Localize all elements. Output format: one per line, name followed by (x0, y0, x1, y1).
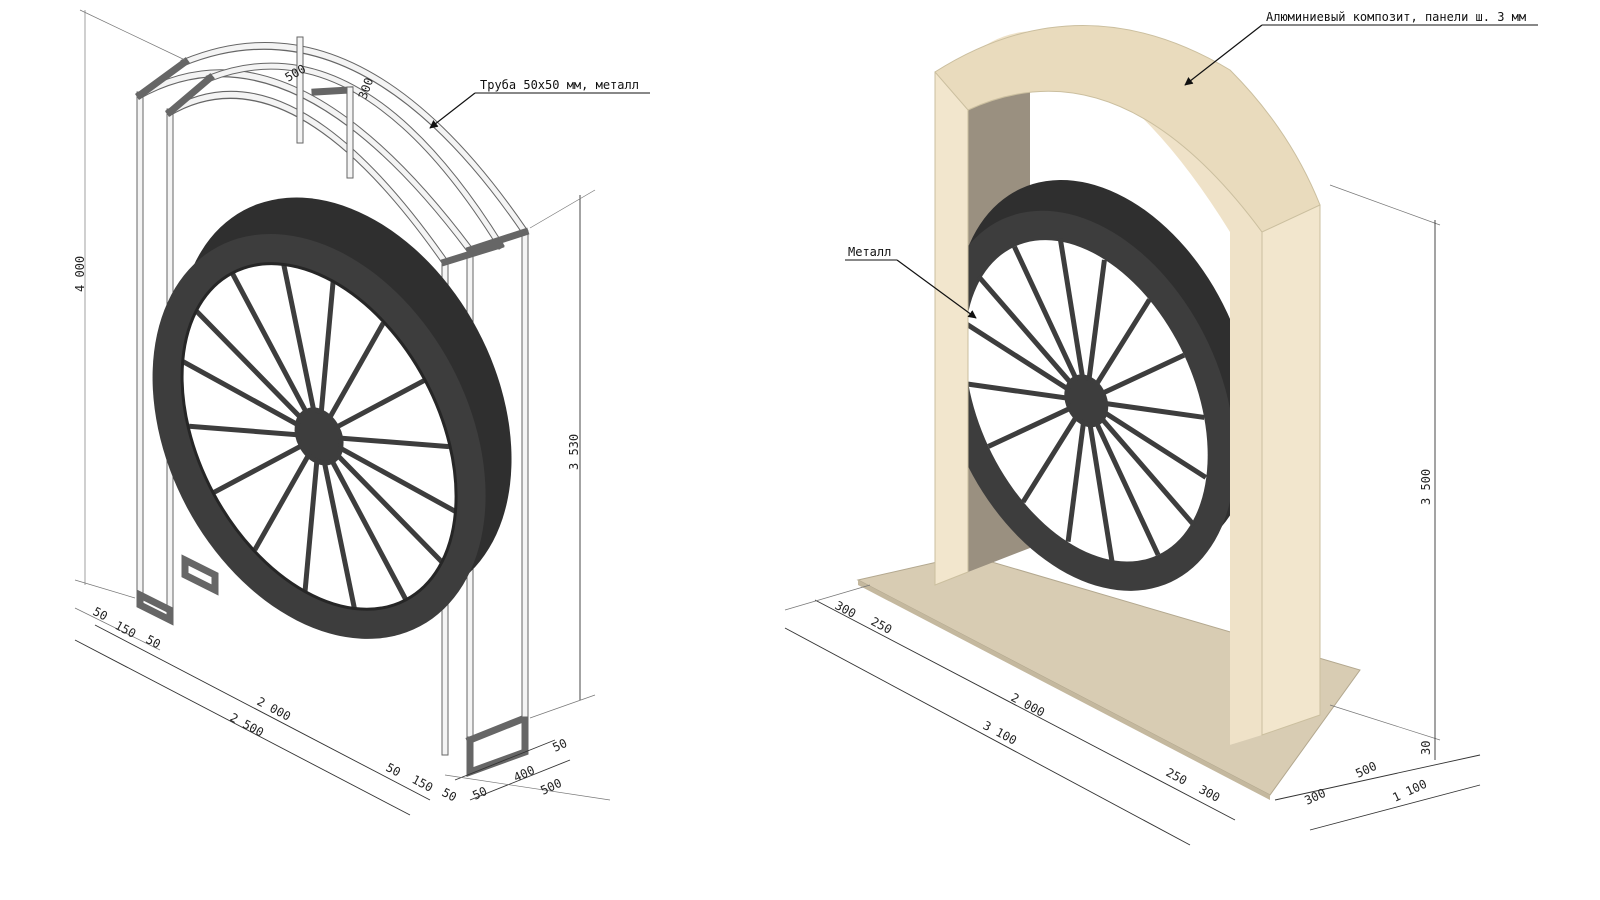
dim-width-inner: 2 000 (255, 694, 293, 723)
left-view: 4 000 3 530 500 300 50 150 50 2 000 2 50… (73, 9, 650, 816)
right-callout-metal: Металл (845, 245, 977, 319)
dim-rear-c: 50 (440, 785, 459, 804)
dim-right-width-inner: 2 000 (1009, 690, 1047, 719)
dim-rear-d: 50 (470, 784, 489, 803)
dim-right-front-b: 250 (869, 614, 895, 637)
dim-depth-a: 50 (550, 736, 569, 755)
callout-tube-label: Труба 50х50 мм, металл (480, 78, 639, 92)
left-dimensions (74, 9, 611, 816)
dim-front-c: 50 (144, 632, 163, 651)
callout-panels-label: Алюминиевый композит, панели ш. 3 мм (1266, 10, 1526, 24)
left-callout-tube: Труба 50х50 мм, металл (429, 78, 650, 129)
dim-front-a: 50 (91, 604, 110, 623)
dim-rear-a: 50 (384, 760, 403, 779)
dim-right-depth-b: 500 (1353, 759, 1379, 781)
right-dimensions (784, 184, 1481, 846)
left-wheel (152, 197, 512, 639)
dim-right-height: 3 500 (1419, 469, 1433, 505)
callout-metal-label: Металл (848, 245, 891, 259)
dim-depth-total: 500 (538, 776, 564, 798)
dim-right-base-thickness: 30 (1419, 741, 1433, 755)
dim-right-depth-total: 1 100 (1390, 777, 1429, 805)
dim-top-small: 300 (356, 76, 377, 101)
right-view: 3 500 30 300 250 2 000 3 100 250 300 300… (784, 10, 1538, 846)
left-frame-top (135, 36, 530, 777)
dim-depth-b: 400 (511, 763, 537, 785)
dim-width-outer: 2 500 (228, 710, 266, 739)
dim-height-side: 3 530 (567, 434, 581, 470)
right-callout-panels: Алюминиевый композит, панели ш. 3 мм (1184, 10, 1538, 86)
dim-height-total: 4 000 (73, 256, 87, 292)
left-frame-rear (135, 69, 474, 756)
right-wheel (937, 179, 1254, 591)
dim-right-front-a: 300 (833, 598, 859, 621)
